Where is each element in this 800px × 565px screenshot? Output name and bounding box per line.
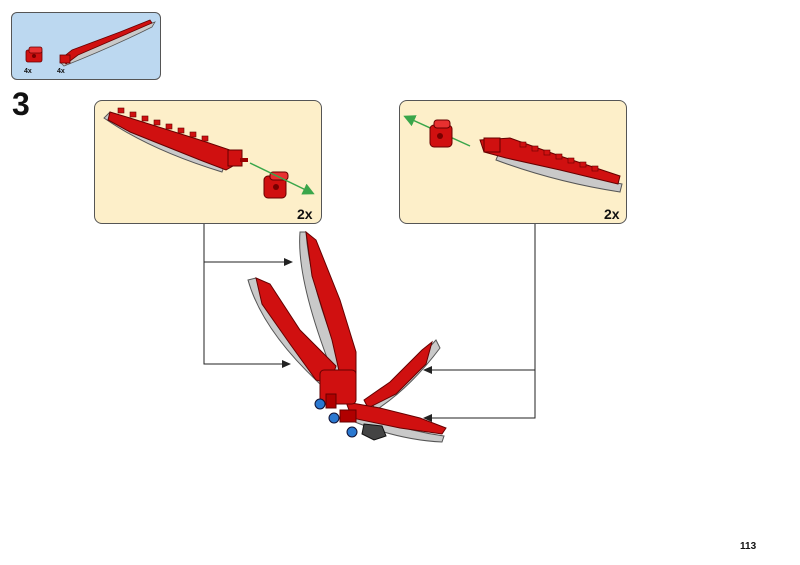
page-number: 113	[740, 541, 757, 552]
submodel-left-blade-icon	[103, 107, 248, 173]
left-assembly-arrow	[249, 162, 315, 195]
parts-qty-2: 4x	[57, 68, 65, 75]
right-lower-callout-arrow	[423, 370, 536, 422]
right-upper-callout-arrow	[423, 224, 536, 374]
left-lower-callout-arrow	[203, 262, 291, 368]
red-connector-part-icon	[25, 46, 43, 63]
submodel-right-blade-icon	[479, 137, 623, 193]
left-upper-callout-arrow	[203, 224, 293, 266]
submodel-left-connector-icon	[263, 171, 289, 199]
submodel-multiplier-right: 2x	[604, 206, 620, 222]
main-wing-assembly-icon	[247, 230, 447, 443]
step-number: 3	[12, 86, 30, 122]
red-blade-part-icon	[59, 19, 156, 67]
parts-qty-1: 4x	[24, 68, 32, 75]
submodel-right-connector-icon	[429, 119, 453, 148]
submodel-multiplier-left: 2x	[297, 206, 313, 222]
